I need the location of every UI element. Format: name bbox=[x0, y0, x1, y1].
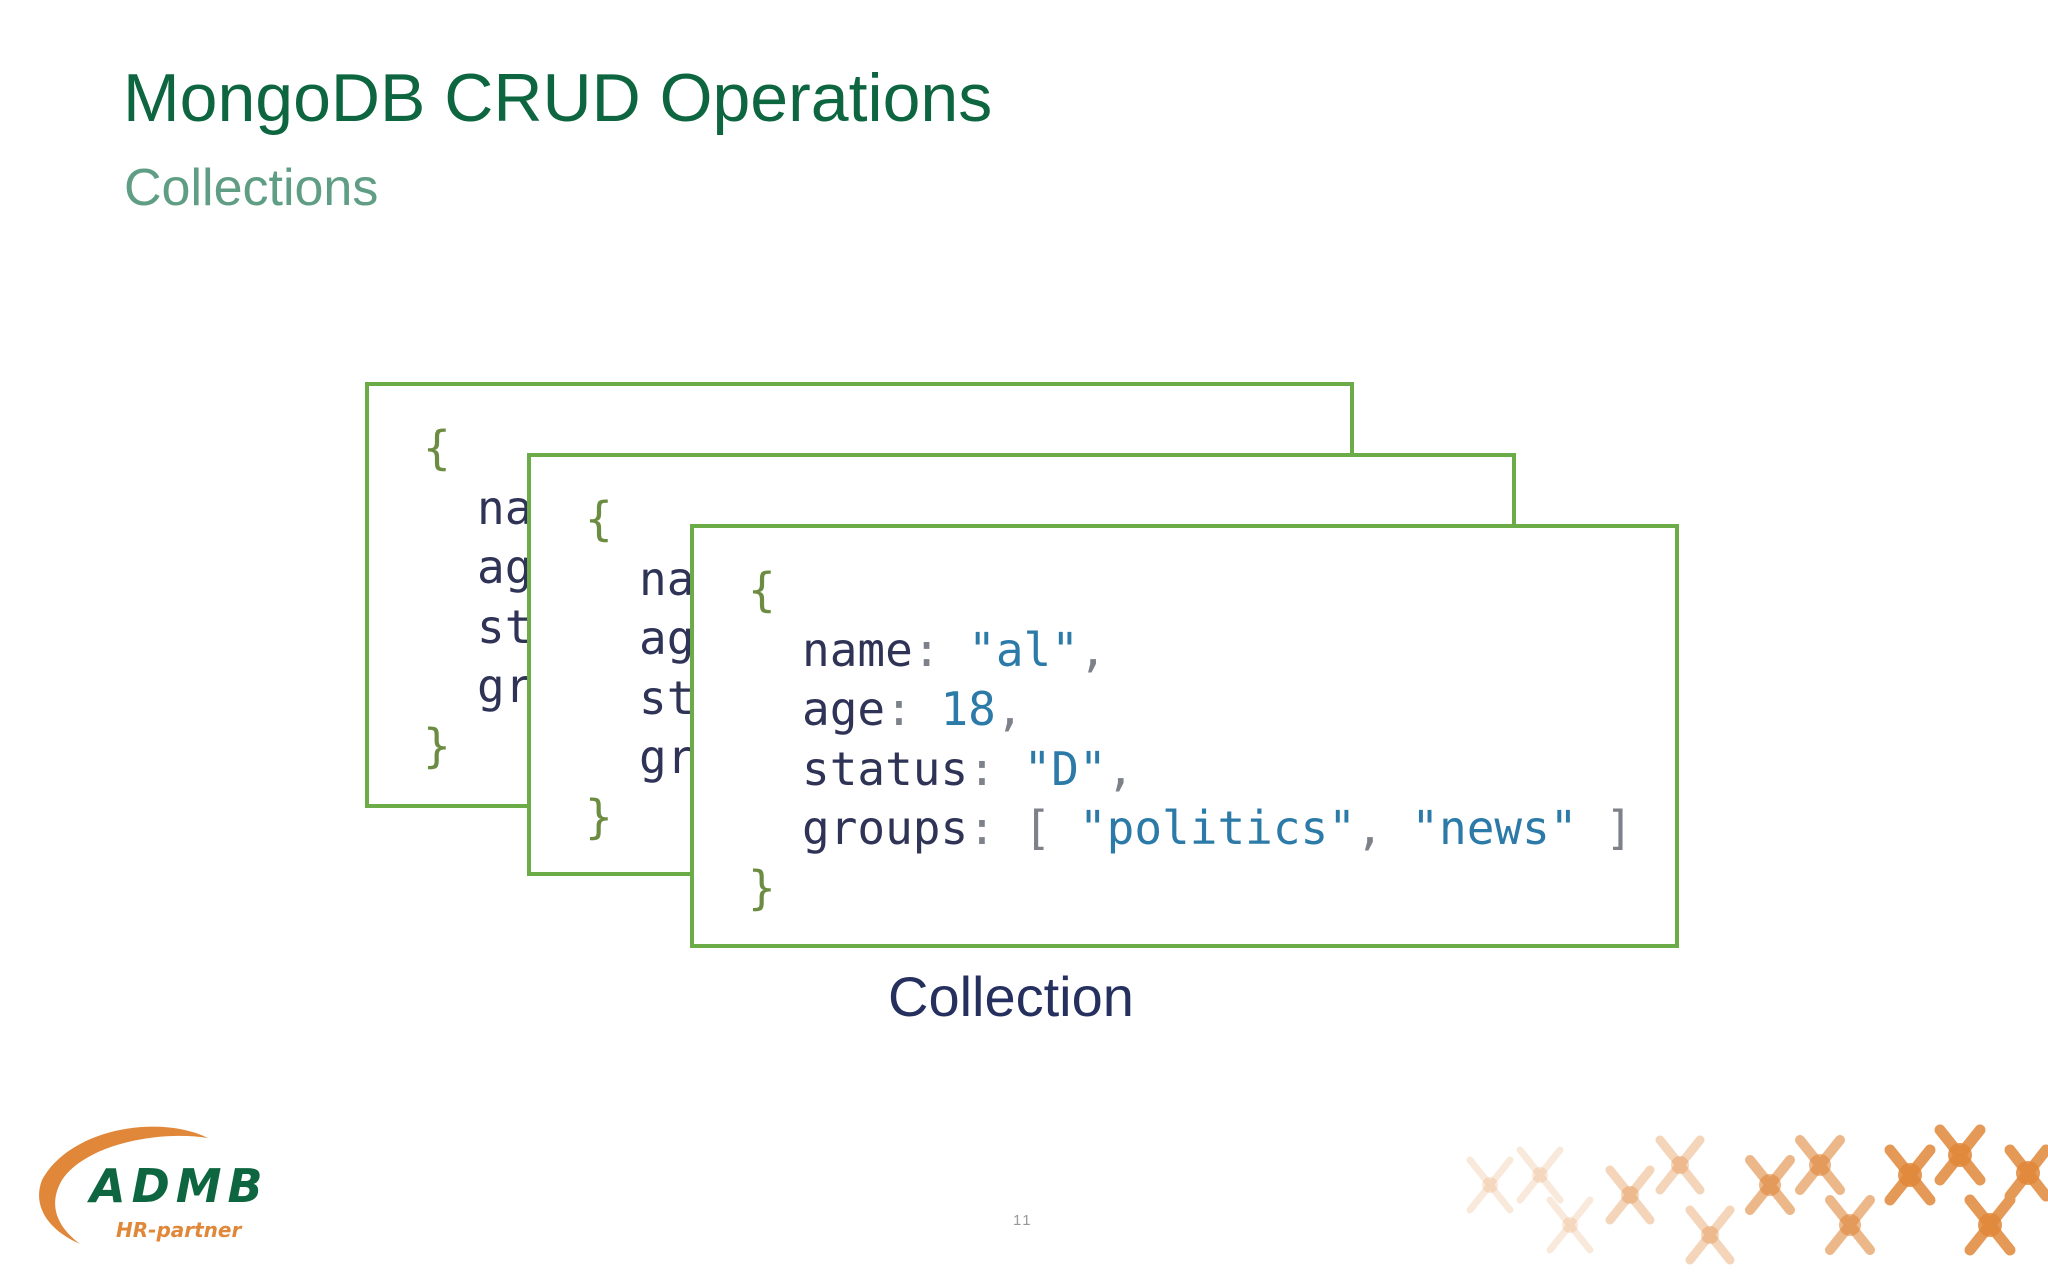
comma: , bbox=[1078, 622, 1107, 677]
field-value: "al" bbox=[968, 622, 1079, 677]
document-card-front: { name: "al", age: 18, status: "D", grou… bbox=[690, 524, 1679, 948]
open-brace: { bbox=[423, 421, 451, 475]
document-code: { name: "al", age: 18, status: "D", grou… bbox=[748, 561, 1633, 918]
logo-swoosh-icon bbox=[39, 1126, 208, 1244]
open-brace: { bbox=[748, 563, 776, 617]
slide-title: MongoDB CRUD Operations bbox=[123, 60, 993, 136]
admb-logo: ADMB HR-partner bbox=[30, 1120, 270, 1250]
collection-caption: Collection bbox=[888, 965, 1134, 1028]
close-brace: } bbox=[748, 860, 776, 915]
close-brace: } bbox=[585, 789, 613, 844]
comma: , bbox=[1106, 741, 1135, 796]
document-code: { na ag st gr } bbox=[423, 419, 532, 776]
field-groups: groups: [ "politics", "news" ] bbox=[748, 799, 1633, 859]
colon: : bbox=[968, 741, 1024, 796]
field-key: age bbox=[802, 682, 886, 736]
field-name: name: "al", bbox=[748, 621, 1633, 681]
field-age: age: 18, bbox=[748, 680, 1633, 740]
decorative-pattern-icon bbox=[1466, 1124, 2048, 1265]
field-fragment: ag bbox=[639, 611, 695, 665]
field-fragment: na bbox=[639, 551, 695, 606]
document-code: { na ag st gr } bbox=[585, 490, 694, 847]
field-fragment: st bbox=[639, 670, 695, 725]
array-item: "politics" bbox=[1078, 801, 1356, 855]
array-open: [ bbox=[1023, 801, 1052, 855]
field-key: status bbox=[802, 741, 969, 796]
field-key: groups bbox=[802, 801, 969, 855]
field-status: status: "D", bbox=[748, 740, 1633, 800]
array-item: "news" bbox=[1411, 801, 1578, 855]
comma: , bbox=[1355, 801, 1412, 855]
open-brace: { bbox=[585, 492, 613, 546]
logo-tagline: HR-partner bbox=[116, 1218, 242, 1242]
colon: : bbox=[912, 622, 969, 677]
field-fragment: na bbox=[477, 480, 533, 535]
field-fragment: gr bbox=[639, 730, 695, 784]
field-fragment: gr bbox=[477, 659, 533, 713]
field-fragment: st bbox=[477, 599, 533, 654]
page-number: 11 bbox=[1013, 1212, 1033, 1229]
logo-name: ADMB bbox=[90, 1159, 269, 1213]
array-close: ] bbox=[1605, 801, 1633, 855]
field-value: "D" bbox=[1023, 741, 1107, 796]
close-brace: } bbox=[423, 718, 451, 773]
colon: : bbox=[968, 801, 1024, 855]
field-key: name bbox=[802, 622, 913, 677]
comma: , bbox=[995, 682, 1024, 736]
colon: : bbox=[885, 682, 941, 736]
field-fragment: ag bbox=[477, 540, 533, 594]
slide-subtitle: Collections bbox=[124, 159, 379, 217]
field-value: 18 bbox=[940, 682, 996, 736]
